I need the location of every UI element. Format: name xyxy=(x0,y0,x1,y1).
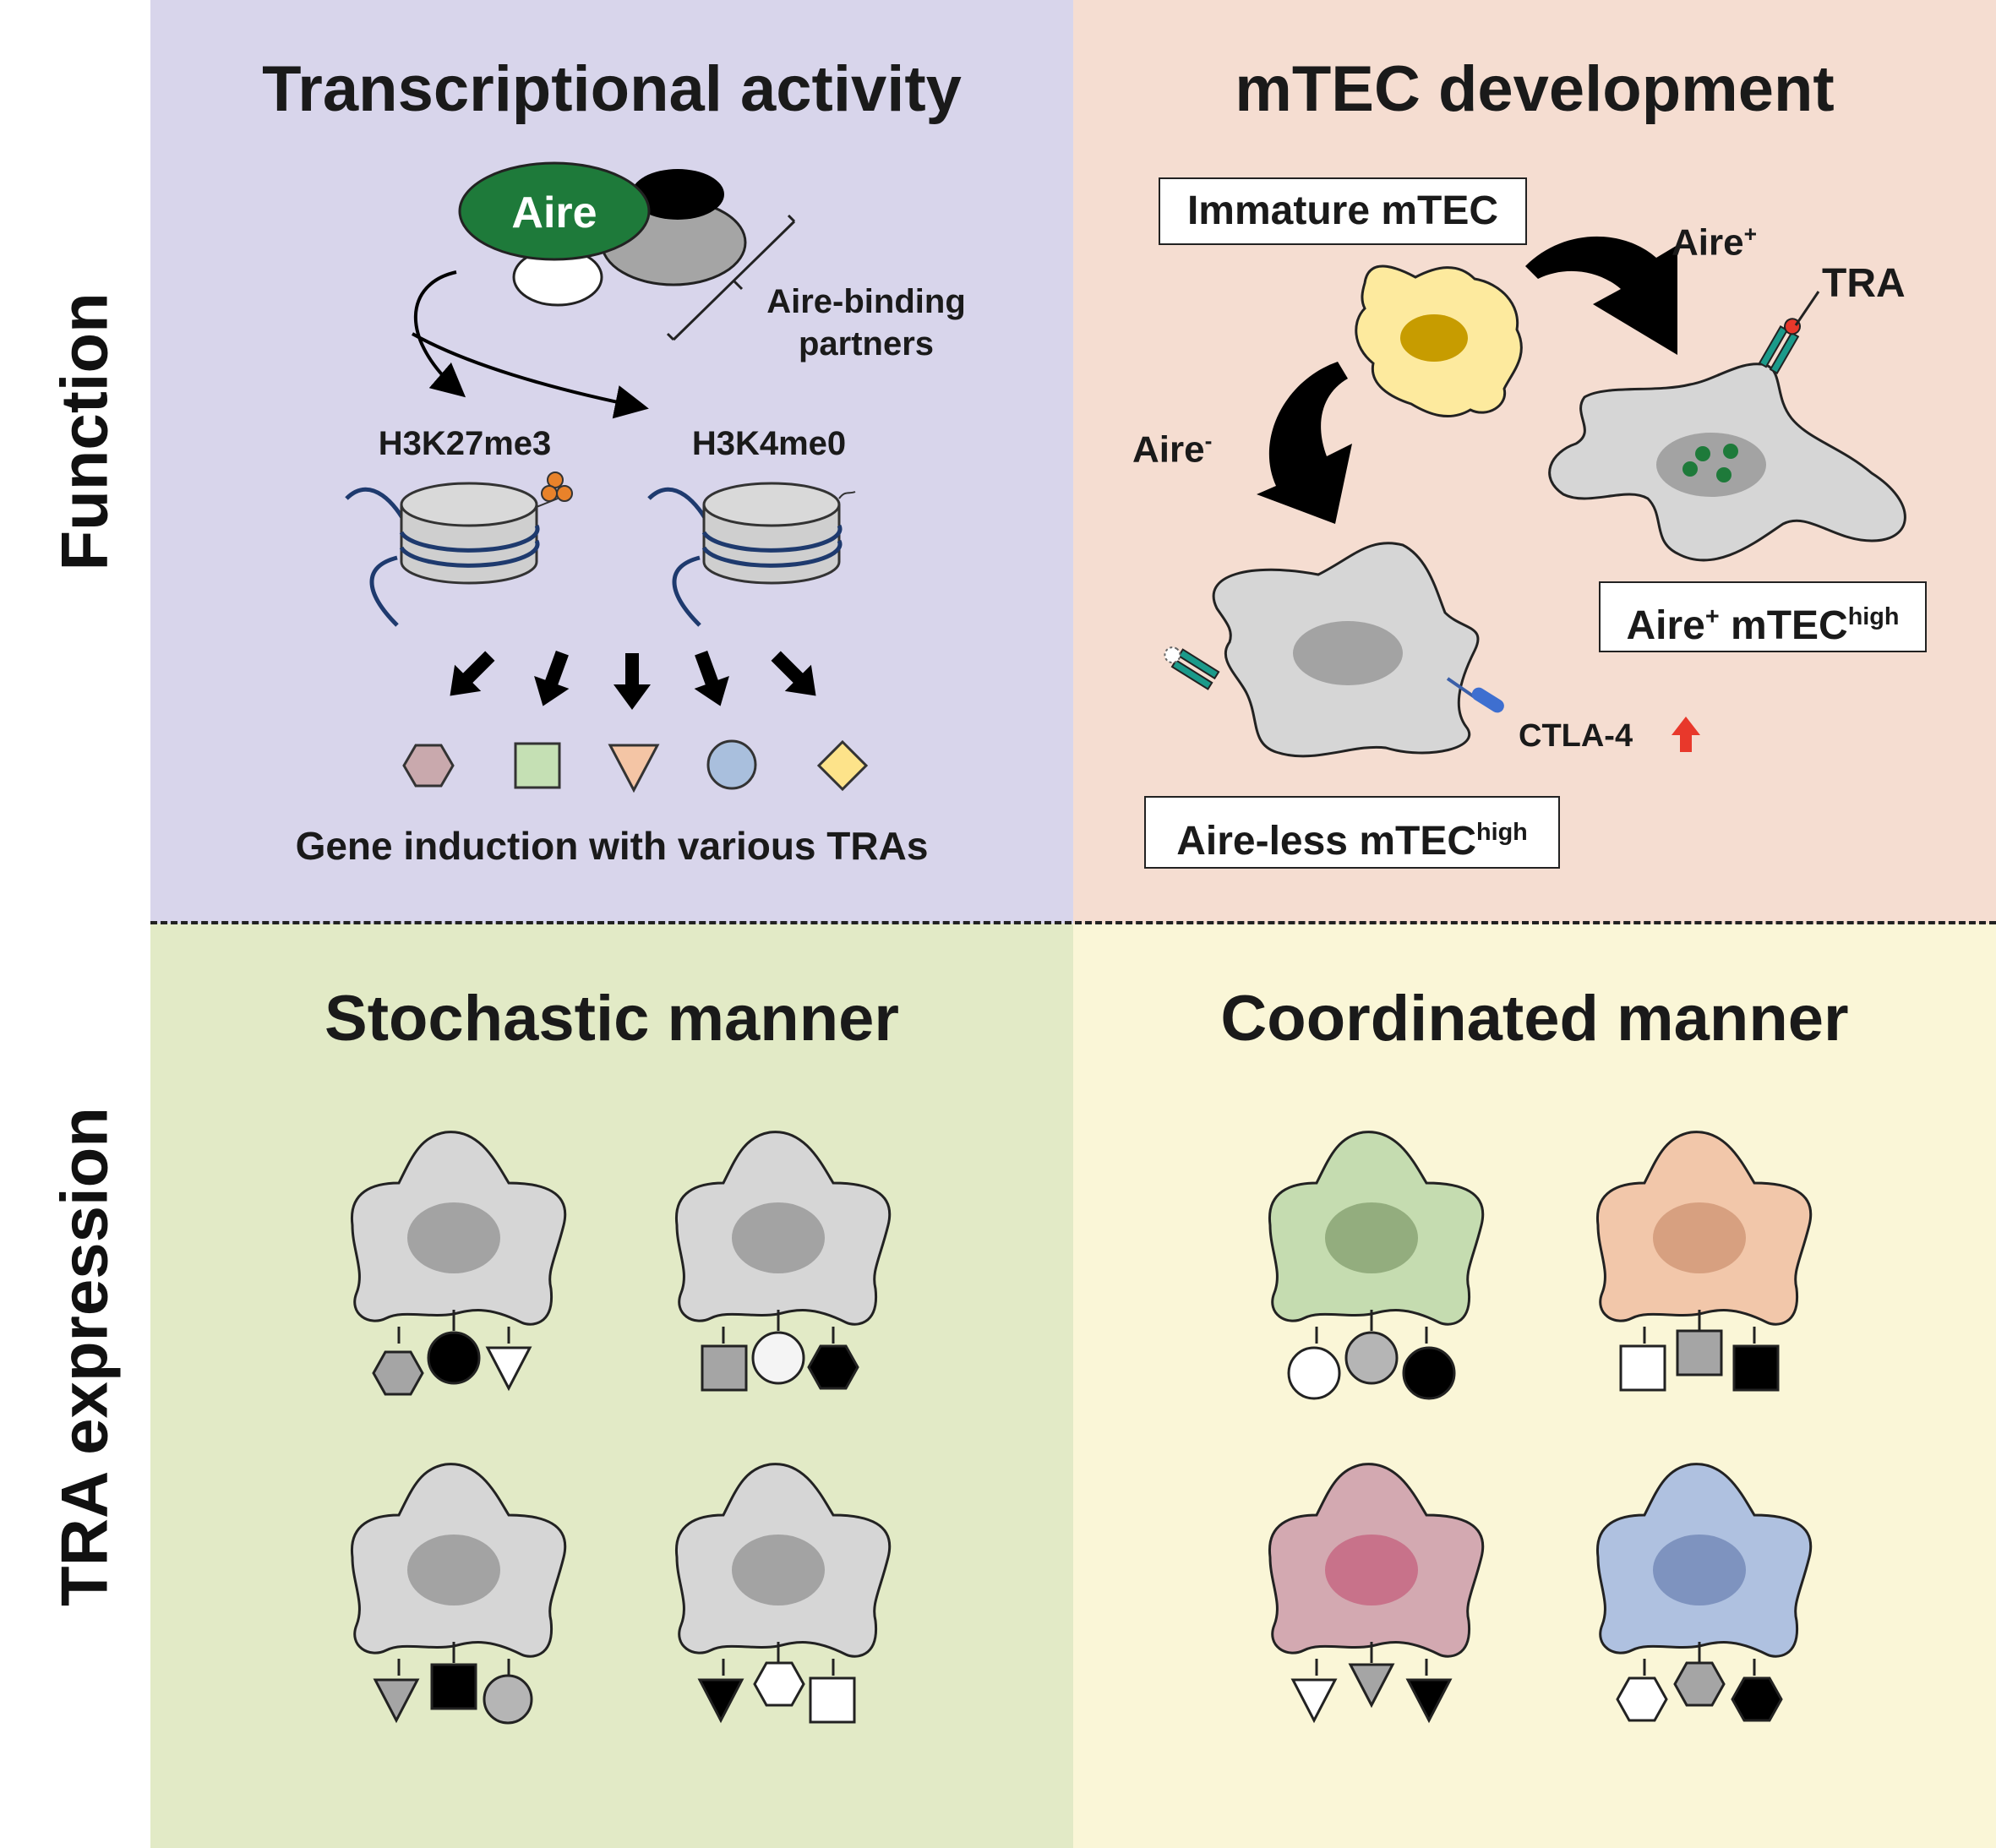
arrow-icon xyxy=(450,650,816,710)
immature-mtec-cell xyxy=(1355,264,1523,418)
dashed-divider xyxy=(150,921,1996,924)
box-aire-positive-mtec-high: Aire+ mTEChigh xyxy=(1599,581,1927,652)
diamond-icon xyxy=(816,739,869,792)
partners-label-line2: partners xyxy=(798,325,935,363)
nucleosome-icon xyxy=(647,482,856,627)
aire-complex xyxy=(458,161,747,307)
mark-h3k27me3: H3K27me3 xyxy=(378,425,552,462)
stochastic-cell-1 xyxy=(350,1131,567,1396)
panel-transcriptional-activity xyxy=(150,0,1073,924)
coordinated-cell-green xyxy=(1268,1131,1485,1400)
stochastic-cell-2 xyxy=(674,1131,892,1392)
stochastic-cell-3 xyxy=(350,1463,567,1725)
label-ctla4: CTLA-4 xyxy=(1519,718,1633,754)
aire-label: Aire xyxy=(511,188,597,237)
tra-shapes xyxy=(402,739,869,793)
title-mtec-development: mTEC development xyxy=(1235,53,1835,125)
caption-gene-induction: Gene induction with various TRAs xyxy=(295,824,929,868)
tra-receptor-icon xyxy=(1758,318,1801,375)
label-aire-minus: Aire- xyxy=(1132,428,1213,471)
partners-label-line1: Aire-binding xyxy=(766,283,966,320)
arrow-icon xyxy=(1257,362,1352,524)
coordinated-cell-blue xyxy=(1595,1463,1813,1722)
arrow-icon xyxy=(1525,236,1677,355)
label-tra: TRA xyxy=(1822,261,1906,306)
aire-positive-mtec-cell xyxy=(1548,291,1906,562)
ctla4-receptor-icon xyxy=(1446,677,1504,713)
curved-arrows-icon xyxy=(412,270,649,419)
square-icon xyxy=(514,742,561,789)
circle-icon xyxy=(706,739,757,790)
coordinated-cell-pink xyxy=(1268,1463,1485,1724)
coordinated-cell-orange xyxy=(1595,1131,1813,1392)
hexagon-icon xyxy=(402,744,455,788)
label-aire-plus: Aire+ xyxy=(1672,221,1758,264)
triangle-icon xyxy=(608,744,660,793)
nucleosome-icon xyxy=(345,472,573,627)
stochastic-cell-4 xyxy=(674,1463,892,1724)
up-arrow-icon xyxy=(1672,717,1700,752)
box-immature-mtec: Immature mTEC xyxy=(1159,177,1527,245)
panel-stochastic-manner xyxy=(150,924,1073,1848)
title-transcriptional-activity: Transcriptional activity xyxy=(262,53,962,125)
box-aireless-mtec-high: Aire-less mTEChigh xyxy=(1144,796,1560,869)
tcr-receptor-icon xyxy=(1164,646,1220,690)
aireless-mtec-cell xyxy=(1164,542,1504,758)
partners-bracket-icon xyxy=(666,214,796,341)
mark-h3k4me0: H3K4me0 xyxy=(691,425,847,462)
panel-coordinated-manner xyxy=(1073,924,1996,1848)
title-stochastic-manner: Stochastic manner xyxy=(324,983,899,1055)
title-coordinated-manner: Coordinated manner xyxy=(1220,983,1849,1055)
